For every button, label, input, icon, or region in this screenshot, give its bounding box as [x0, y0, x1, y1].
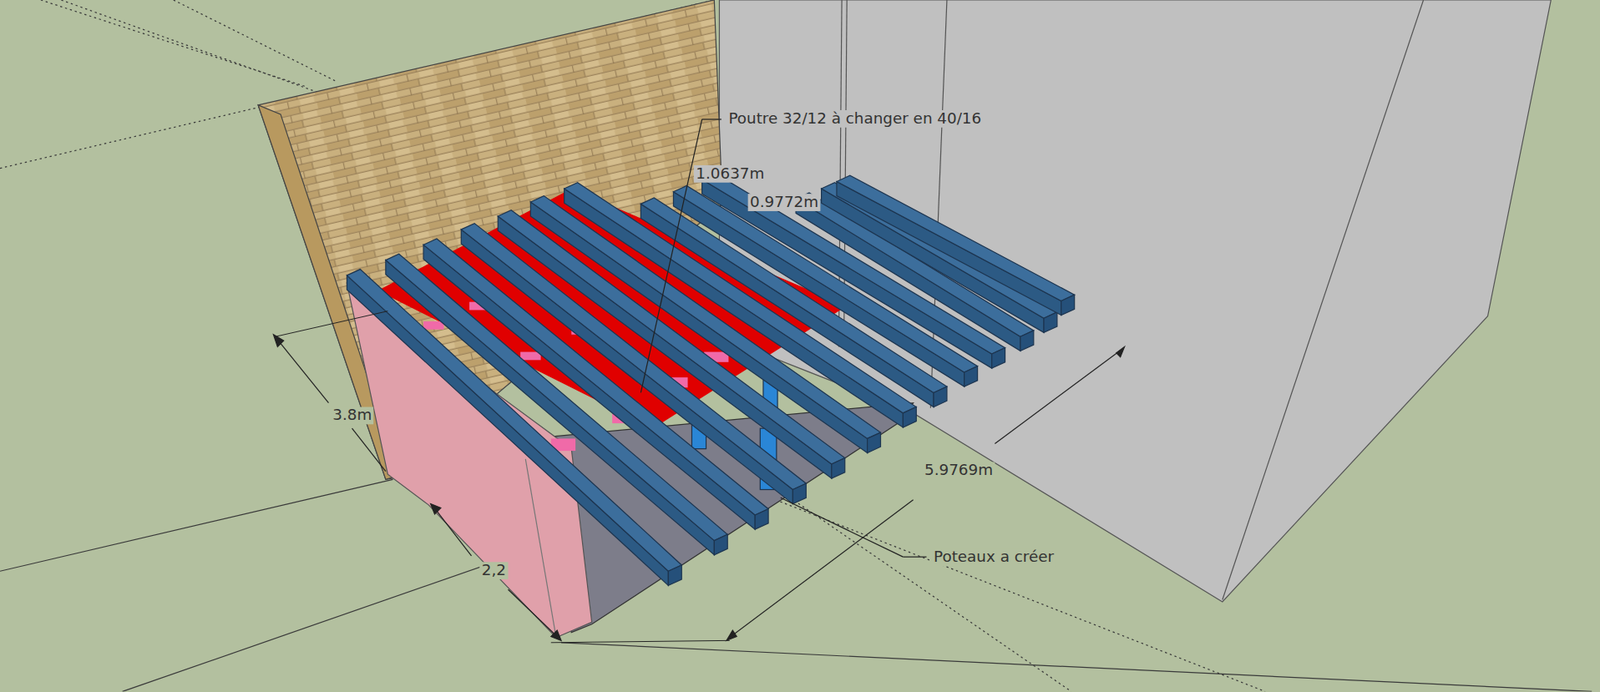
beam-end — [1061, 294, 1075, 315]
beam-end — [933, 386, 947, 407]
dimension-lines — [273, 119, 1125, 644]
dimension-label: 3.8m — [330, 407, 375, 426]
beam-end — [831, 458, 846, 479]
beam-end — [792, 483, 806, 504]
beam-end — [1043, 312, 1058, 333]
beam-end — [992, 348, 1006, 369]
dimension-label: 0.9772m — [748, 193, 821, 212]
dimension-label: 2,2 — [479, 562, 508, 580]
beam-end — [754, 509, 769, 530]
dimension-label: Poteaux a créer — [931, 548, 1057, 567]
beam-end — [902, 407, 917, 428]
dimension-label: 1.0637m — [693, 165, 767, 183]
beam-end — [713, 534, 728, 555]
beams — [346, 173, 1074, 587]
beam-end — [964, 366, 978, 387]
beam-end — [668, 565, 682, 586]
beam-top — [836, 175, 1075, 301]
dimension-label: 5.9769m — [922, 462, 996, 481]
beam-side — [836, 181, 1062, 315]
beam-end — [867, 432, 882, 453]
beam-end — [1020, 330, 1034, 351]
dimension-label: Poutre 32/12 à changer en 40/16 — [726, 110, 984, 128]
